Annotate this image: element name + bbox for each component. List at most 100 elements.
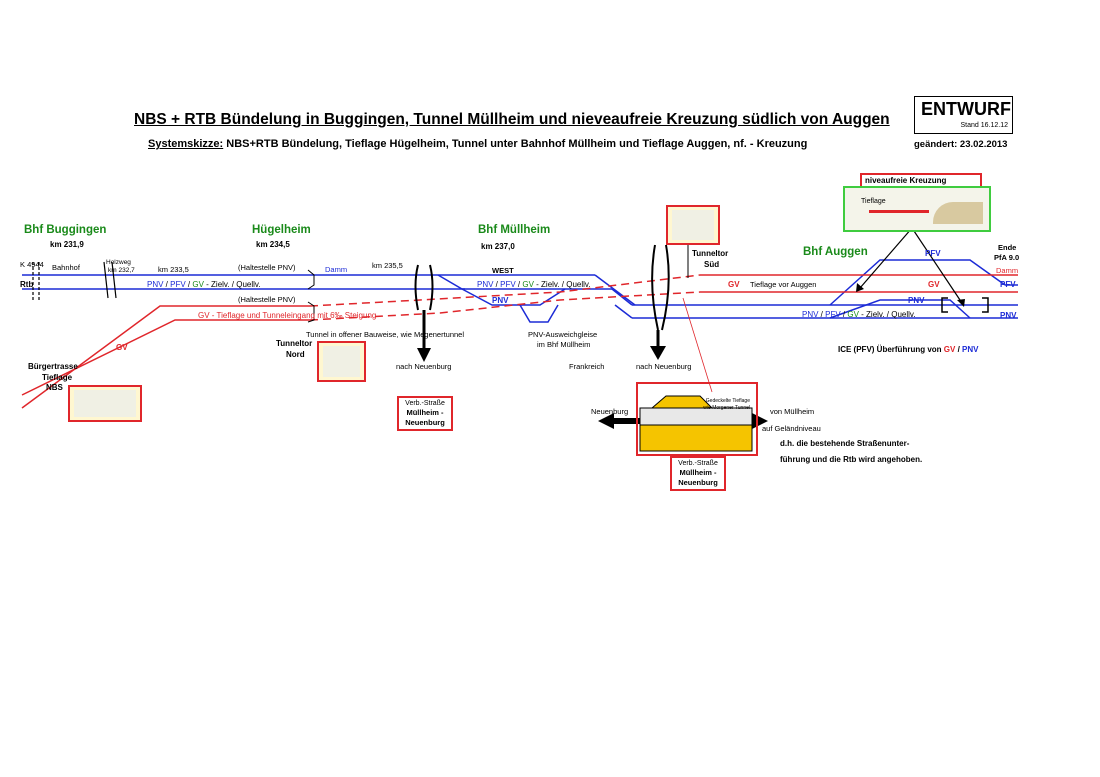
photo-buergertrasse [68,385,142,422]
label-haltestelle-2: (Haltestelle PNV) [238,295,296,304]
red-gv-dash-2 [309,291,701,321]
gedeckelte-label: Gedeckelte Tieflage [705,398,750,404]
label-gelaende: auf Geländniveau [762,424,821,433]
photo-gedeckelte-tieflage: Gedeckelte Tieflage wie Morgener Tunnel [636,382,758,456]
tieflage-auggen-image: Tieflage [843,186,991,232]
tieflage-embankment [933,202,983,224]
red-gv-diag-solid-2 [21,319,310,396]
blue-track-loop-left [461,288,566,306]
bracket-tick-rtb [103,261,109,299]
label-km2355: km 235,5 [372,261,403,270]
photo-tunneltor-nord [317,341,366,382]
label-damm-2: Damm [996,266,1019,275]
label-tunneltor-sued-1: Tunneltor [692,249,729,258]
tieflage-cover [650,395,714,409]
ice-pnv: PNV [962,345,979,354]
km-huegelheim: km 234,5 [256,240,290,249]
label-dh-1: d.h. die bestehende Straßenunter- [780,439,910,448]
label-frankreich: Frankreich [569,362,605,371]
blue-pnv-diamond [829,299,971,319]
label-pfv-right: PFV [1000,280,1016,289]
line1-pfv: PFV [170,280,186,289]
changed-date: geändert: 23.02.2013 [914,139,1008,150]
subtitle-text: NBS+RTB Bündelung, Tieflage Hügelheim, T… [223,138,808,150]
station-auggen: Bhf Auggen [803,246,868,258]
label-k4944: K 4944 [20,260,44,269]
pointer-ice-1-head [856,283,864,292]
page-title: NBS + RTB Bündelung in Buggingen, Tunnel… [134,111,890,128]
track-label-gv-tieflage: GV - Tieflage und Tunneleingang mit 6‰ S… [198,311,377,320]
label-west: WEST [492,266,514,275]
line2-pnv: PNV [477,280,494,289]
line1-pnv: PNV [147,280,164,289]
label-tieflage-auggen: Tieflage vor Auggen [750,280,817,289]
label-ende-1: Ende [998,243,1017,252]
label-haltestelle-1: (Haltestelle PNV) [238,263,296,272]
blue-track-ausweich [519,304,559,323]
ice-sep: / [955,345,963,354]
ice-gv: GV [943,345,956,354]
label-ice: ICE (PFV) Überführung von GV / PNV [838,345,978,354]
ice-prefix: ICE (PFV) Überführung von [838,345,944,354]
stand-date: Stand 16.12.12 [960,122,1009,129]
verb2-b: Müllheim - [679,468,717,477]
line3-pfv: PFV [825,310,841,319]
label-km2335: km 233,5 [158,265,189,274]
haltestelle-bracket-2 [307,301,315,323]
label-ende-2: PfA 9.0 [994,253,1020,262]
arrow-nach-neuenburg-1-head [417,348,431,362]
km-buggingen: km 231,9 [50,240,84,249]
track-label-line1: PNV / PFV / GV - Zielv. / Quellv. [147,280,261,289]
red-gv-dash-1 [309,274,701,307]
pointer-ice-1 [859,227,913,289]
label-holzweg: Holzweg [106,259,131,266]
label-pnv-right: PNV [1000,311,1017,320]
label-tunnel-offen: Tunnel in offener Bauweise, wie Megenert… [306,330,465,339]
gedeckelte-label-2: wie Morgener Tunnel [703,405,750,411]
label-rtb: Rtb [20,280,34,289]
label-pnv-mid: PNV [492,296,509,305]
box-verb-strasse-2: Verb.-Straße Müllheim - Neuenburg [670,456,726,491]
red-gv-diag-solid [21,305,310,409]
tunnel-bracket-sued-2 [661,244,670,331]
station-buggingen: Bhf Buggingen [24,224,107,236]
label-gv-auggen: GV [928,280,940,289]
tunnel-bracket-right [429,264,434,311]
line3-pnv: PNV [802,310,819,319]
label-nach-neuenburg-1: nach Neuenburg [396,362,452,371]
blue-track-mid-link [614,304,633,319]
label-pnv-ausweich-1: PNV-Ausweichgleise [528,330,598,339]
label-gv-auggen-left: GV [728,280,740,289]
track-label-line2: PNV / PFV / GV - Zielv. / Quellv. [477,280,591,289]
box-verb-strasse-1: Verb.-Straße Müllheim - Neuenburg [397,396,453,431]
label-nach-neuenburg-2: nach Neuenburg [636,362,692,371]
pointer-ice-2-head [957,299,965,307]
subtitle-prefix: Systemskizze: [148,138,224,150]
arrow-neuenburg-left [598,413,640,429]
label-bahnhof: Bahnhof [52,263,80,272]
photo-tunneltor-sued [666,205,720,245]
station-muellheim: Bhf Müllheim [478,224,551,236]
arrow-nach-neuenburg-2-head [650,346,666,360]
label-buergertrasse-3: NBS [46,383,63,392]
label-pnv-auggen: PNV [908,296,925,305]
verb1-b: Müllheim - [406,408,444,417]
line3-rest: - Zielv. / Quellv. [858,310,916,319]
label-pfv-auggen: PFV [925,249,941,258]
tunnel-bracket-sued-1 [651,244,659,331]
verb1-a: Verb.-Straße [405,400,445,407]
entwurf-label: ENTWURF [921,99,1011,119]
page-subtitle: Systemskizze: NBS+RTB Bündelung, Tieflag… [148,138,807,150]
pointer-tunnel-red [682,297,713,393]
label-von-muellheim: von Müllheim [770,407,815,416]
label-neuenburg-arrow: Neuenburg [591,407,629,416]
station-huegelheim: Hügelheim [252,224,311,236]
label-damm-1: Damm [325,265,348,274]
verb2-a: Verb.-Straße [678,460,718,467]
track-label-line3: PNV / PFV / GV - Zielv. / Quellv. [802,310,916,319]
label-dh-2: führung und die Rtb wird angehoben. [780,455,923,464]
verb1-c: Neuenburg [405,418,445,427]
auggen-bracket-1 [941,297,948,313]
haltestelle-bracket [307,269,315,290]
